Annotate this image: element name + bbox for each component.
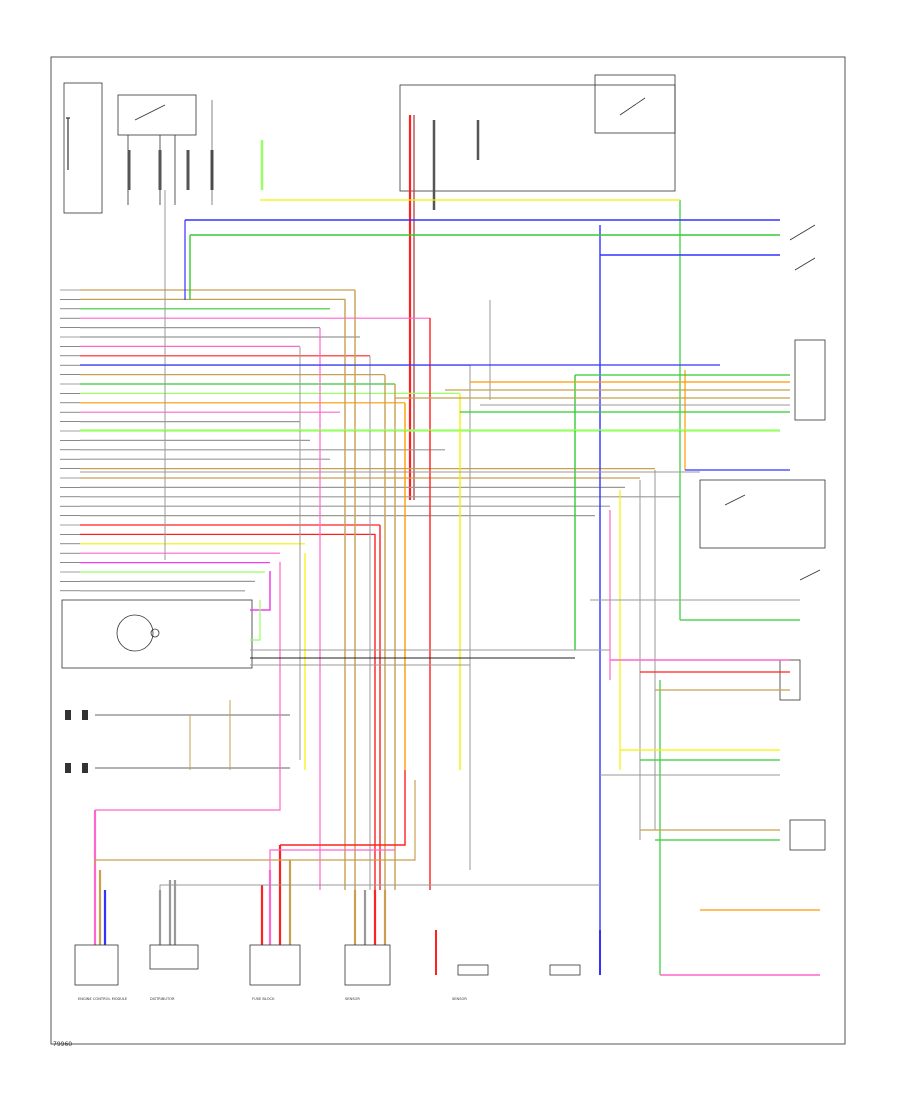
connector-4: SENSOR [344,944,391,1001]
right-sensor-2 [779,659,801,701]
right-sensor-3 [789,819,826,851]
connector-2-label: DISTRIBUTOR [150,997,175,1001]
connector-5-label: SENSOR [452,997,467,1001]
connector-pin-rows [60,289,80,592]
harness-cross [159,884,600,890]
center-parts [435,930,601,976]
connector-1-label: ENGINE CONTROL MODULE [78,997,128,1001]
fuel-pump-relay [699,479,826,549]
footer-code: 79960 [53,1041,72,1048]
connector-3-label: FUSE BLOCK [252,997,275,1001]
bottom-connectors: ENGINE CONTROL MODULE DISTRIBUTOR FUSE B… [74,944,467,1001]
ignition-switch-block [399,84,676,192]
main-relay [117,94,197,136]
harness-cross [280,770,406,846]
distributor-box [61,599,253,669]
distributor-wire [250,571,271,611]
right-components [699,339,826,851]
connector-3: FUSE BLOCK [249,944,301,1001]
harness-cross [94,780,416,865]
fuse-2 [549,964,581,976]
starter-relay [594,74,676,134]
diagram-frame [50,56,846,1045]
wire-harness [80,190,820,976]
fuse-1 [457,964,489,976]
harness-cross [269,849,395,870]
right-sensor-1 [794,339,826,421]
left-components [61,599,290,773]
connector-5: SENSOR [452,997,467,1001]
battery-box [63,82,103,214]
connector-2: DISTRIBUTOR [149,944,199,1001]
distributor-wire [250,600,261,641]
connector-1: ENGINE CONTROL MODULE [74,944,128,1001]
top-components [63,74,816,500]
connector-4-label: SENSOR [345,997,360,1001]
harness-cross [95,800,281,811]
